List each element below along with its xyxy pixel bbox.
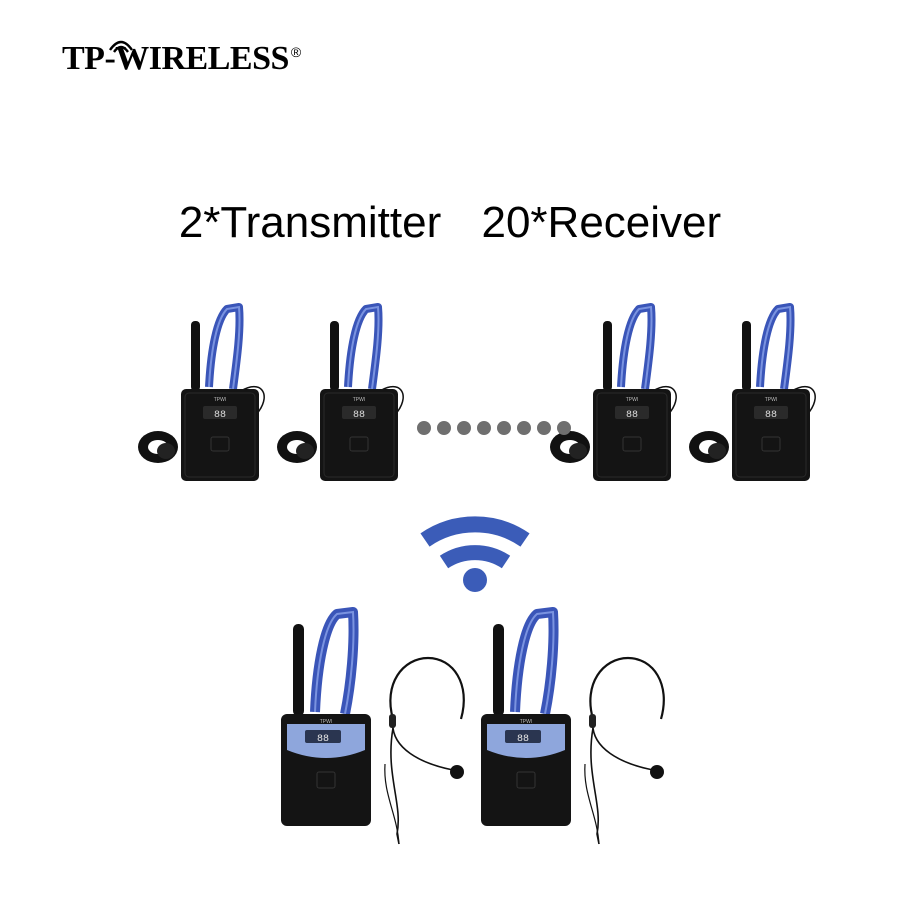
transmitter-count-label: 2*Transmitter [178, 198, 442, 247]
registered-mark: ® [290, 43, 301, 60]
product-headline: 2*Transmitter 20*Receiver [0, 198, 900, 248]
transmitter-unit [481, 612, 664, 844]
transmitter-unit [281, 612, 464, 844]
receiver-unit [277, 307, 403, 481]
receiver-unit [689, 307, 815, 481]
receiver-count-label: 20*Receiver [481, 198, 722, 247]
brand-logo: TP-WIRELESS® [62, 40, 301, 78]
ellipsis-dots [417, 421, 571, 435]
wifi-icon [420, 516, 530, 592]
logo-text: TP-WIRELESS [62, 40, 289, 77]
logo-signal-icon [109, 40, 133, 53]
receiver-unit [138, 307, 264, 481]
receiver-unit [550, 307, 676, 481]
